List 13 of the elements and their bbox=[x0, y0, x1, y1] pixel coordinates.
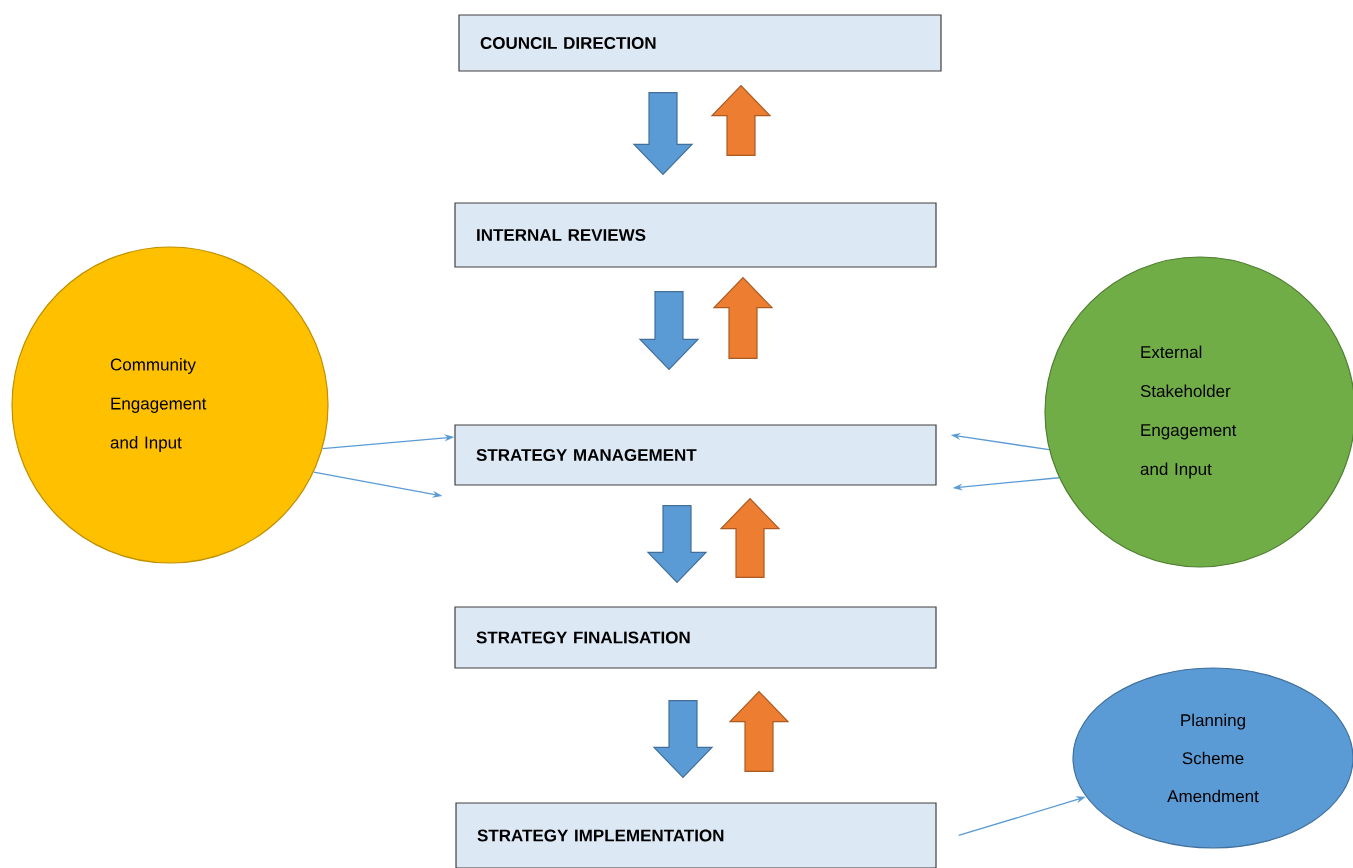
process-box: STRATEGY FINALISATION bbox=[454, 606, 937, 669]
block-arrow bbox=[652, 700, 714, 779]
block-arrow bbox=[638, 291, 700, 371]
block-arrow bbox=[712, 276, 774, 359]
process-box: INTERNAL REVIEWS bbox=[454, 202, 937, 268]
block-arrow bbox=[728, 690, 790, 772]
block-arrow bbox=[646, 505, 708, 584]
block-arrow bbox=[719, 497, 781, 578]
process-box: COUNCIL DIRECTION bbox=[458, 14, 942, 72]
block-arrow bbox=[710, 84, 772, 156]
process-box: STRATEGY IMPLEMENTATION bbox=[455, 802, 937, 868]
block-arrow bbox=[632, 92, 694, 176]
process-box: STRATEGY MANAGEMENT bbox=[454, 424, 937, 486]
